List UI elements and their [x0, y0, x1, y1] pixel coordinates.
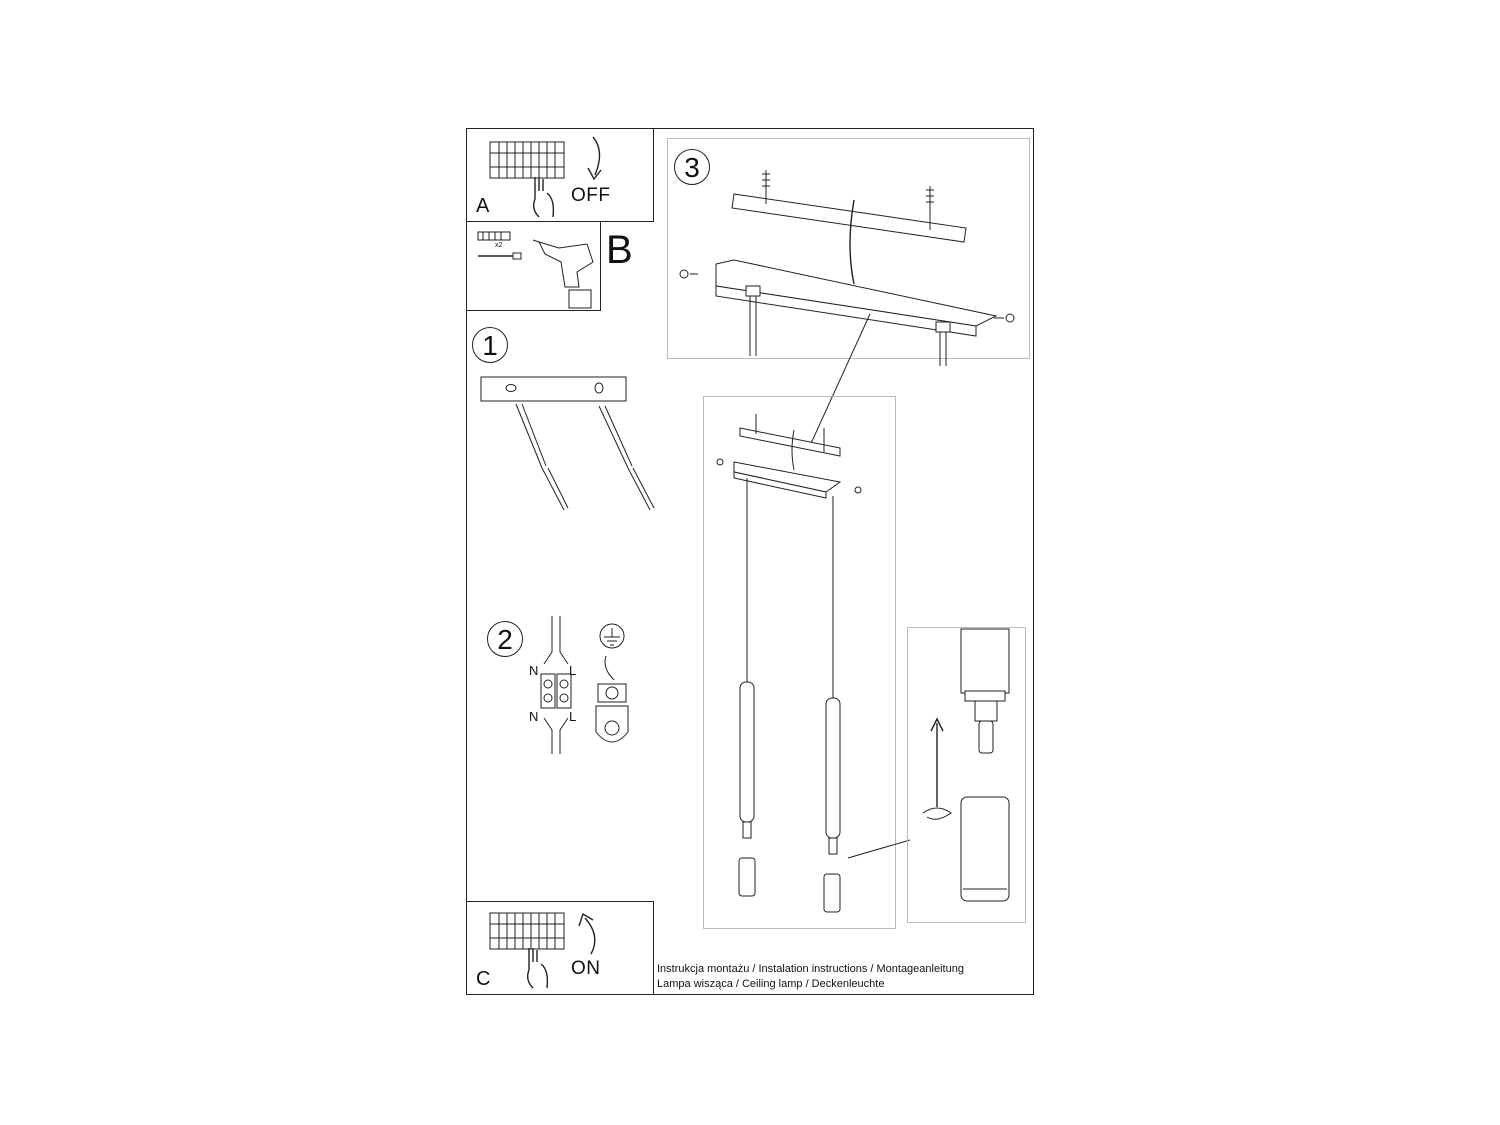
hand-icon	[532, 177, 555, 218]
step-3-badge: 3	[674, 149, 710, 185]
drill-icon	[532, 239, 594, 309]
ground-symbol-icon	[595, 623, 629, 743]
wire-label-n-bottom: N	[529, 709, 539, 724]
wire-label-l-top: L	[569, 663, 577, 678]
step-2-badge: 2	[487, 621, 523, 657]
leader-line-bottom	[847, 839, 911, 859]
bulb-detail-frame	[907, 627, 1026, 923]
panel-c-letter: C	[476, 968, 491, 990]
panel-b-tools: x2 B	[466, 221, 633, 311]
wall-plug-icon	[477, 231, 511, 241]
leader-line-top	[807, 313, 871, 451]
step-1-badge: 1	[472, 327, 508, 363]
curved-arrow-icon	[587, 136, 602, 181]
screw-icon	[478, 252, 522, 260]
breaker-panel-icon	[489, 141, 565, 179]
terminal-block-icon	[540, 616, 572, 754]
pendant-lamp-overview	[716, 414, 862, 913]
wire-label-l-bottom: L	[569, 709, 577, 724]
panel-a-power-off: A OFF	[466, 128, 654, 222]
curved-arrow-icon	[578, 912, 596, 955]
instruction-sheet	[466, 128, 1034, 995]
bulb-shade-detail	[922, 628, 1010, 902]
lamp-assembly-frame	[703, 396, 896, 929]
breaker-panel-icon	[489, 912, 565, 950]
hand-icon	[526, 948, 549, 989]
power-off-label: OFF	[571, 185, 611, 206]
step-3-detail-frame	[667, 138, 1030, 359]
step-1-mounting-bar	[480, 376, 655, 511]
panel-b-letter: B	[606, 228, 633, 272]
caption-line-1: Instrukcja montażu / Instalation instruc…	[657, 963, 964, 975]
plug-count-label: x2	[495, 242, 503, 249]
ceiling-canopy-detail	[679, 170, 1015, 366]
panel-c-power-on: C ON	[466, 901, 654, 995]
power-on-label: ON	[571, 958, 601, 979]
panel-a-letter: A	[476, 195, 490, 217]
wire-label-n-top: N	[529, 663, 539, 678]
caption-line-2: Lampa wisząca / Ceiling lamp / Deckenleu…	[657, 978, 885, 990]
